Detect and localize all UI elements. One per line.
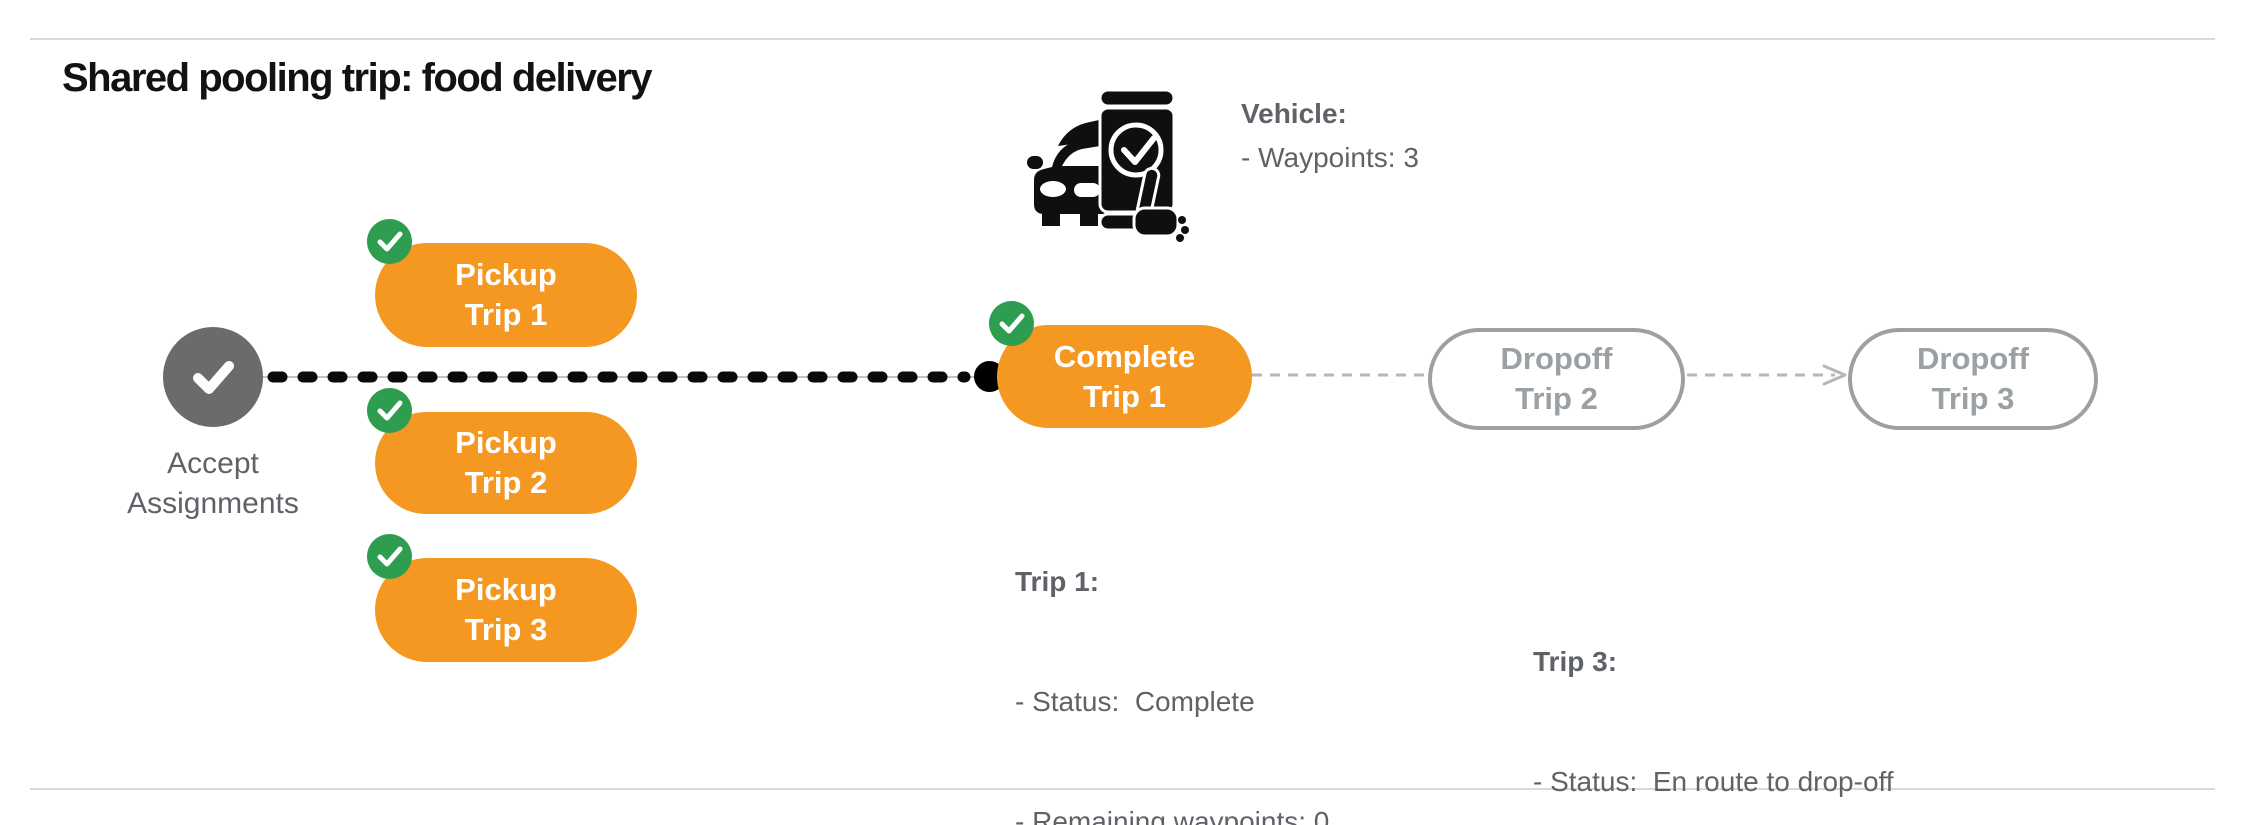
trip-status-column-2: Trip 3: - Status: En route to drop-off -… [1533,562,1894,825]
trip1-status-line: - Status: Complete [1015,686,1255,717]
check-badge-icon [367,534,412,579]
dashed-connector [1252,368,1428,387]
node-label: Pickup [455,572,557,607]
dropoff-trip-3-node: Dropoff Trip 3 [1848,328,2098,430]
vehicle-label: Vehicle: [1241,98,1347,129]
check-badge-icon [367,388,412,433]
pickup-trip-2-node: Pickup Trip 2 [367,388,637,514]
page-title: Shared pooling trip: food delivery [62,56,653,100]
node-label: Pickup [455,425,557,460]
car-phone-check-icon [1022,84,1192,244]
node-label: Dropoff [1917,341,2029,376]
node-label: Pickup [455,257,557,292]
node-label: Complete [1053,338,1196,374]
accept-assignments-label: Accept Assignments [127,447,299,520]
vehicle-waypoints: - Waypoints: 3 [1241,142,1419,173]
bottom-divider [30,788,2215,790]
vehicle-info: Vehicle: - Waypoints: 3 [1241,92,1419,180]
trip-status-column-1: Trip 1: - Status: Complete - Remaining w… [1015,482,1376,825]
trip1-waypoints-line: - Remaining waypoints: 0 [1015,806,1330,825]
arrowhead-icon [1822,364,1847,386]
top-divider [30,38,2215,40]
check-circle-icon [193,361,234,394]
trip1-heading: Trip 1: [1015,566,1100,597]
node-label: Trip 3 [464,612,548,647]
node-label: Trip 3 [1931,381,2015,416]
node-label: Trip 2 [464,465,548,500]
pickup-trip-1-node: Pickup Trip 1 [367,219,637,347]
node-label: Dropoff [1500,341,1613,376]
dropoff-trip-2-node: Dropoff Trip 2 [1428,328,1685,430]
pickup-trip-3-node: Pickup Trip 3 [367,534,637,662]
car-glyph [1027,118,1108,226]
dashed-arrow-connector [1687,362,1849,393]
node-label: Trip 2 [1515,381,1598,416]
check-badge-icon [367,219,412,264]
trip3-heading: Trip 3: [1533,646,1618,677]
check-badge-icon [989,301,1034,346]
accept-assignments-node [163,327,263,427]
main-dashed-line [263,370,975,389]
hand-glyph [1132,166,1189,242]
trip3-status-line: - Status: En route to drop-off [1533,766,1894,797]
complete-trip-1-node: Complete Trip 1 [989,301,1252,428]
node-label: Trip 1 [464,297,548,332]
node-label: Trip 1 [1083,378,1166,414]
